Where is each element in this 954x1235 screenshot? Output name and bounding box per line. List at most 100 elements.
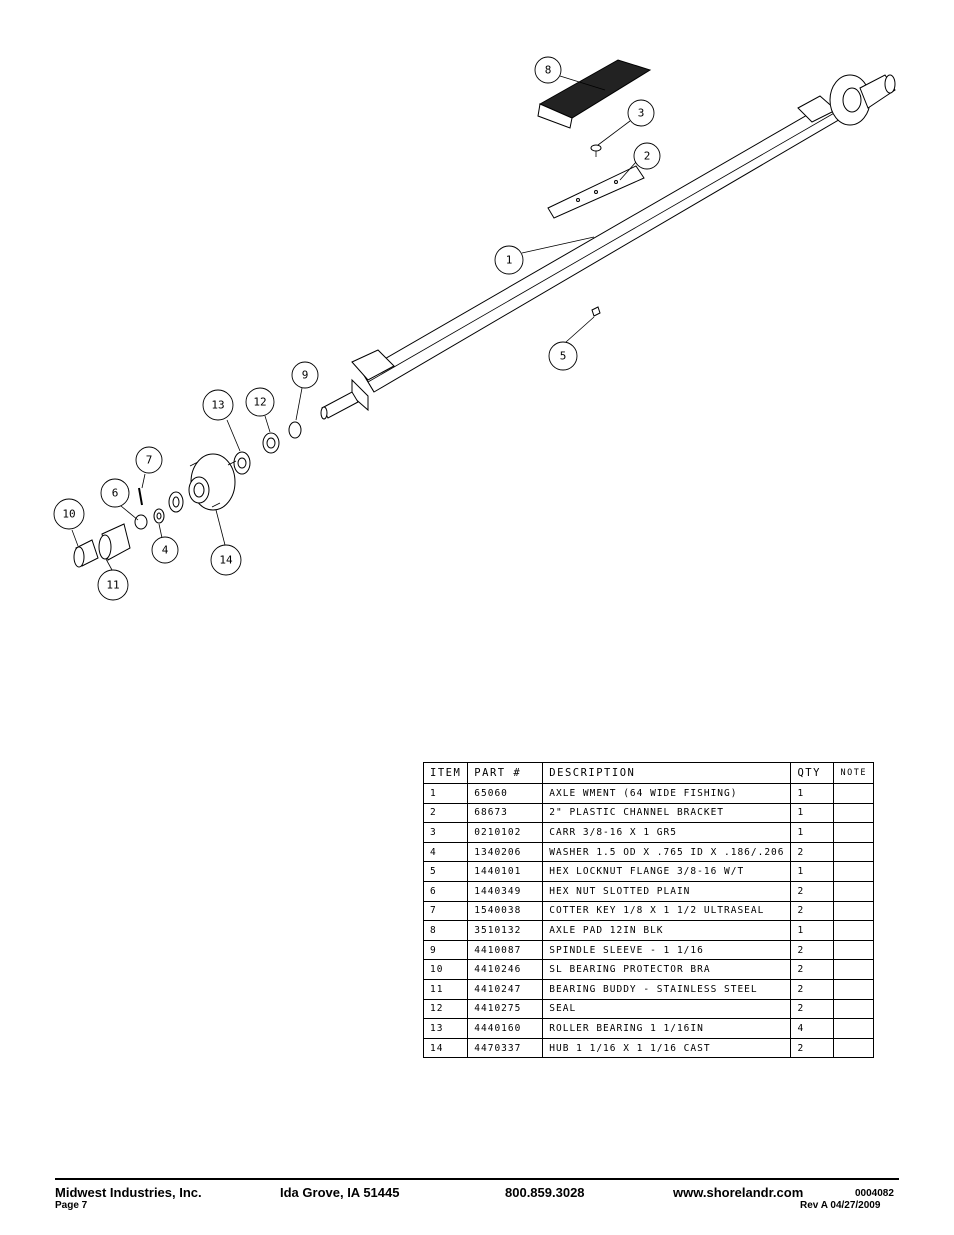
cell-note xyxy=(833,978,874,1000)
carriage-bolt-part xyxy=(590,144,602,157)
cell-note xyxy=(833,861,874,882)
cell-part: 1440349 xyxy=(467,880,544,902)
cell-note xyxy=(833,939,874,961)
header-item: ITEM xyxy=(422,762,469,784)
svg-text:9: 9 xyxy=(302,369,309,382)
cell-item: 6 xyxy=(422,880,469,902)
cell-note xyxy=(833,959,874,980)
header-note: NOTE xyxy=(833,762,874,784)
footer-website[interactable]: www.shorelandr.com xyxy=(673,1185,804,1200)
cell-part: 0210102 xyxy=(467,822,544,843)
svg-text:11: 11 xyxy=(106,579,119,592)
cell-part: 4410247 xyxy=(467,978,544,1000)
bearing-bra-part xyxy=(73,539,99,568)
slotted-nut-part xyxy=(134,514,148,530)
svg-text:13: 13 xyxy=(211,399,224,412)
cell-description: BEARING BUDDY - STAINLESS STEEL xyxy=(542,978,792,1000)
cell-description: SPINDLE SLEEVE - 1 1/16 xyxy=(542,939,792,961)
svg-text:2: 2 xyxy=(644,150,651,163)
cell-note xyxy=(833,1018,874,1039)
cell-description: ROLLER BEARING 1 1/16IN xyxy=(542,1018,792,1039)
cell-note xyxy=(833,998,874,1020)
cell-qty: 2 xyxy=(790,1037,835,1059)
cell-description: WASHER 1.5 OD X .765 ID X .186/.206 xyxy=(542,841,792,863)
cell-qty: 2 xyxy=(790,959,835,980)
svg-text:3: 3 xyxy=(638,107,645,120)
cell-item: 1 xyxy=(422,783,469,804)
cell-description: HEX NUT SLOTTED PLAIN xyxy=(542,880,792,902)
cell-part: 1540038 xyxy=(467,900,544,922)
callout-3: 3 xyxy=(627,99,655,127)
cell-part: 65060 xyxy=(467,783,544,804)
svg-text:10: 10 xyxy=(62,508,75,521)
callout-4: 4 xyxy=(151,536,179,564)
cell-qty: 2 xyxy=(790,900,835,922)
cell-part: 1440101 xyxy=(467,861,544,882)
cell-description: 2" PLASTIC CHANNEL BRACKET xyxy=(542,802,792,824)
callout-14: 14 xyxy=(210,544,242,576)
cell-part: 4410087 xyxy=(467,939,544,961)
cell-qty: 1 xyxy=(790,861,835,882)
footer-doc-number: 0004082 xyxy=(855,1188,894,1199)
spindle-sleeve-part xyxy=(288,421,302,439)
locknut-part xyxy=(591,306,601,317)
cell-qty: 2 xyxy=(790,978,835,1000)
svg-text:5: 5 xyxy=(560,350,567,363)
axle-tube xyxy=(320,74,896,420)
callout-9: 9 xyxy=(291,361,319,389)
cell-item: 14 xyxy=(422,1037,469,1059)
cell-item: 12 xyxy=(422,998,469,1020)
cell-note xyxy=(833,841,874,863)
svg-text:8: 8 xyxy=(545,64,552,77)
bearing-buddy-part xyxy=(98,523,131,561)
hub-part xyxy=(188,453,237,511)
cell-qty: 1 xyxy=(790,783,835,804)
callout-2: 2 xyxy=(633,142,661,170)
cell-qty: 2 xyxy=(790,841,835,863)
channel-bracket-part xyxy=(547,165,645,219)
cotter-key-part xyxy=(138,487,143,506)
cell-description: HUB 1 1/16 X 1 1/16 CAST xyxy=(542,1037,792,1059)
cell-part: 3510132 xyxy=(467,920,544,941)
cell-item: 5 xyxy=(422,861,469,882)
svg-text:4: 4 xyxy=(162,544,169,557)
cell-description: SL BEARING PROTECTOR BRA xyxy=(542,959,792,980)
cell-qty: 1 xyxy=(790,920,835,941)
header-qty: QTY xyxy=(790,762,835,784)
exploded-axle-diagram: 8 3 2 1 5 9 12 13 7 6 10 4 14 11 xyxy=(53,56,896,601)
axle-pad-part xyxy=(537,59,652,129)
cell-item: 8 xyxy=(422,920,469,941)
svg-text:7: 7 xyxy=(146,454,153,467)
svg-text:12: 12 xyxy=(253,396,266,409)
cell-qty: 2 xyxy=(790,880,835,902)
footer-location: Ida Grove, IA 51445 xyxy=(280,1185,400,1200)
cell-note xyxy=(833,900,874,922)
page-footer: Midwest Industries, Inc. Ida Grove, IA 5… xyxy=(55,1178,899,1212)
cell-qty: 1 xyxy=(790,802,835,824)
cell-part: 4470337 xyxy=(467,1037,544,1059)
header-part-number: PART # xyxy=(467,762,544,784)
cell-part: 4410246 xyxy=(467,959,544,980)
seal-part xyxy=(262,432,280,454)
cell-item: 10 xyxy=(422,959,469,980)
cell-qty: 2 xyxy=(790,998,835,1020)
cell-note xyxy=(833,920,874,941)
cell-note xyxy=(833,802,874,824)
cell-item: 11 xyxy=(422,978,469,1000)
cell-description: CARR 3/8-16 X 1 GR5 xyxy=(542,822,792,843)
cell-qty: 1 xyxy=(790,822,835,843)
washer-part xyxy=(153,508,165,524)
footer-revision: Rev A 04/27/2009 xyxy=(800,1200,881,1211)
cell-part: 4440160 xyxy=(467,1018,544,1039)
callout-8: 8 xyxy=(534,56,562,84)
callout-5: 5 xyxy=(548,341,578,371)
